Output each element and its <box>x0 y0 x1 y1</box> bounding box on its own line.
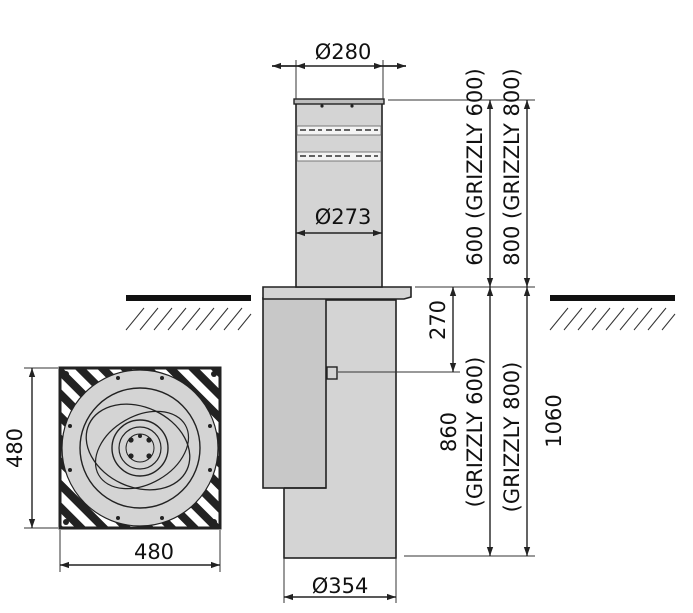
label-depth-1060-note: (GRIZZLY 800) <box>500 362 524 513</box>
ground-right <box>549 295 676 331</box>
bollard-side-view <box>262 98 412 559</box>
label-depth-1060: 1060 <box>542 394 566 447</box>
label-base-diameter: Ø354 <box>312 574 369 598</box>
connector-port <box>326 366 338 380</box>
label-plate-height: 480 <box>3 428 27 468</box>
label-plate-width: 480 <box>134 540 174 564</box>
label-stroke-800: 800 (GRIZZLY 800) <box>500 68 524 265</box>
bollard-cap <box>293 98 385 105</box>
label-depth-860-note: (GRIZZLY 600) <box>463 357 487 508</box>
reflective-band-upper <box>296 125 382 136</box>
dimension-top-diameter <box>272 60 406 99</box>
label-stroke-600: 600 (GRIZZLY 600) <box>463 68 487 265</box>
label-inner-diameter: Ø273 <box>315 205 372 229</box>
ground-left <box>125 295 252 331</box>
label-depth-860: 860 <box>437 412 461 452</box>
extension-lines <box>338 99 535 557</box>
reflective-band-lower <box>296 151 382 162</box>
dimension-base-diameter <box>283 558 397 603</box>
dimension-plate-height <box>24 367 58 529</box>
label-depth-270: 270 <box>426 300 450 340</box>
top-flange <box>262 286 412 300</box>
dimension-plate-width <box>59 530 221 572</box>
label-top-diameter: Ø280 <box>315 40 372 64</box>
bollard-top-view <box>58 366 222 530</box>
housing-box <box>262 297 327 489</box>
